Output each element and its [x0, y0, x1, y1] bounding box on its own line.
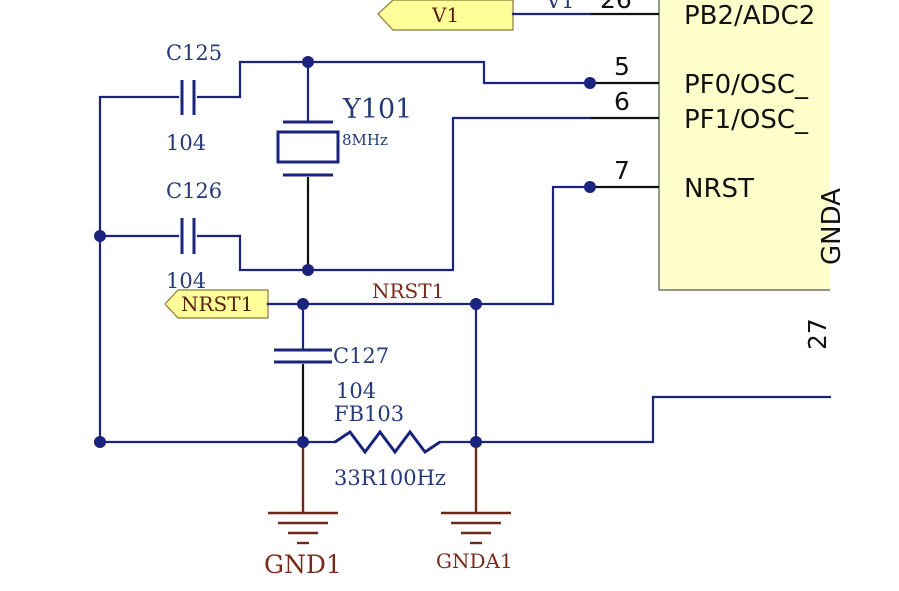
pin-26-number: 26	[600, 0, 632, 14]
pin-7-name: NRST	[684, 174, 754, 204]
junction-dot	[584, 77, 596, 89]
gnda1-label: GNDA1	[436, 549, 513, 573]
gnda-rail	[474, 395, 832, 444]
gnd1-label: GND1	[264, 550, 342, 579]
c125-ref: C125	[166, 41, 222, 65]
nrst1-port-label: NRST1	[181, 292, 253, 316]
junction-dot	[470, 298, 482, 310]
y101-value: 8MHz	[342, 131, 388, 149]
junction-dot	[302, 56, 314, 68]
junction-dot	[94, 230, 106, 242]
c127-ref: C127	[333, 344, 389, 368]
junction-dot	[584, 181, 596, 193]
osc-out-wire	[238, 116, 592, 272]
c127-value: 104	[336, 379, 376, 403]
junction-dot	[297, 436, 309, 448]
v1-port-label: V1	[431, 3, 459, 27]
ic-side-pin-number: 27	[803, 318, 832, 350]
y101-body	[276, 130, 340, 164]
clip-mask	[830, 0, 899, 591]
pin-6-number: 6	[614, 87, 630, 116]
fb103-body	[334, 429, 441, 455]
junction-dot	[470, 436, 482, 448]
ic-body-label: GNDA	[817, 188, 847, 265]
c126-ref: C126	[166, 179, 222, 203]
v1-net-label: V1	[545, 0, 575, 13]
pin-5-name: PF0/OSC_	[684, 70, 809, 100]
pin-26-name: PB2/ADC2	[684, 1, 815, 31]
nrst-wire	[266, 185, 592, 306]
junction-dot	[302, 264, 314, 276]
nrst1-net-label: NRST1	[372, 279, 444, 303]
osc-in-wire	[238, 60, 592, 99]
pin-7-number: 7	[614, 156, 630, 185]
junction-dot	[94, 436, 106, 448]
y101-ref: Y101	[342, 94, 412, 125]
pin-5-number: 5	[614, 52, 630, 81]
junction-dot	[297, 298, 309, 310]
c125-left-wire	[98, 95, 180, 444]
c126-value: 104	[166, 269, 206, 293]
pin-6-name: PF1/OSC_	[684, 105, 809, 135]
c125-value: 104	[166, 131, 206, 155]
fb103-value: 33R100Hz	[334, 466, 446, 490]
fb103-ref: FB103	[334, 402, 404, 426]
